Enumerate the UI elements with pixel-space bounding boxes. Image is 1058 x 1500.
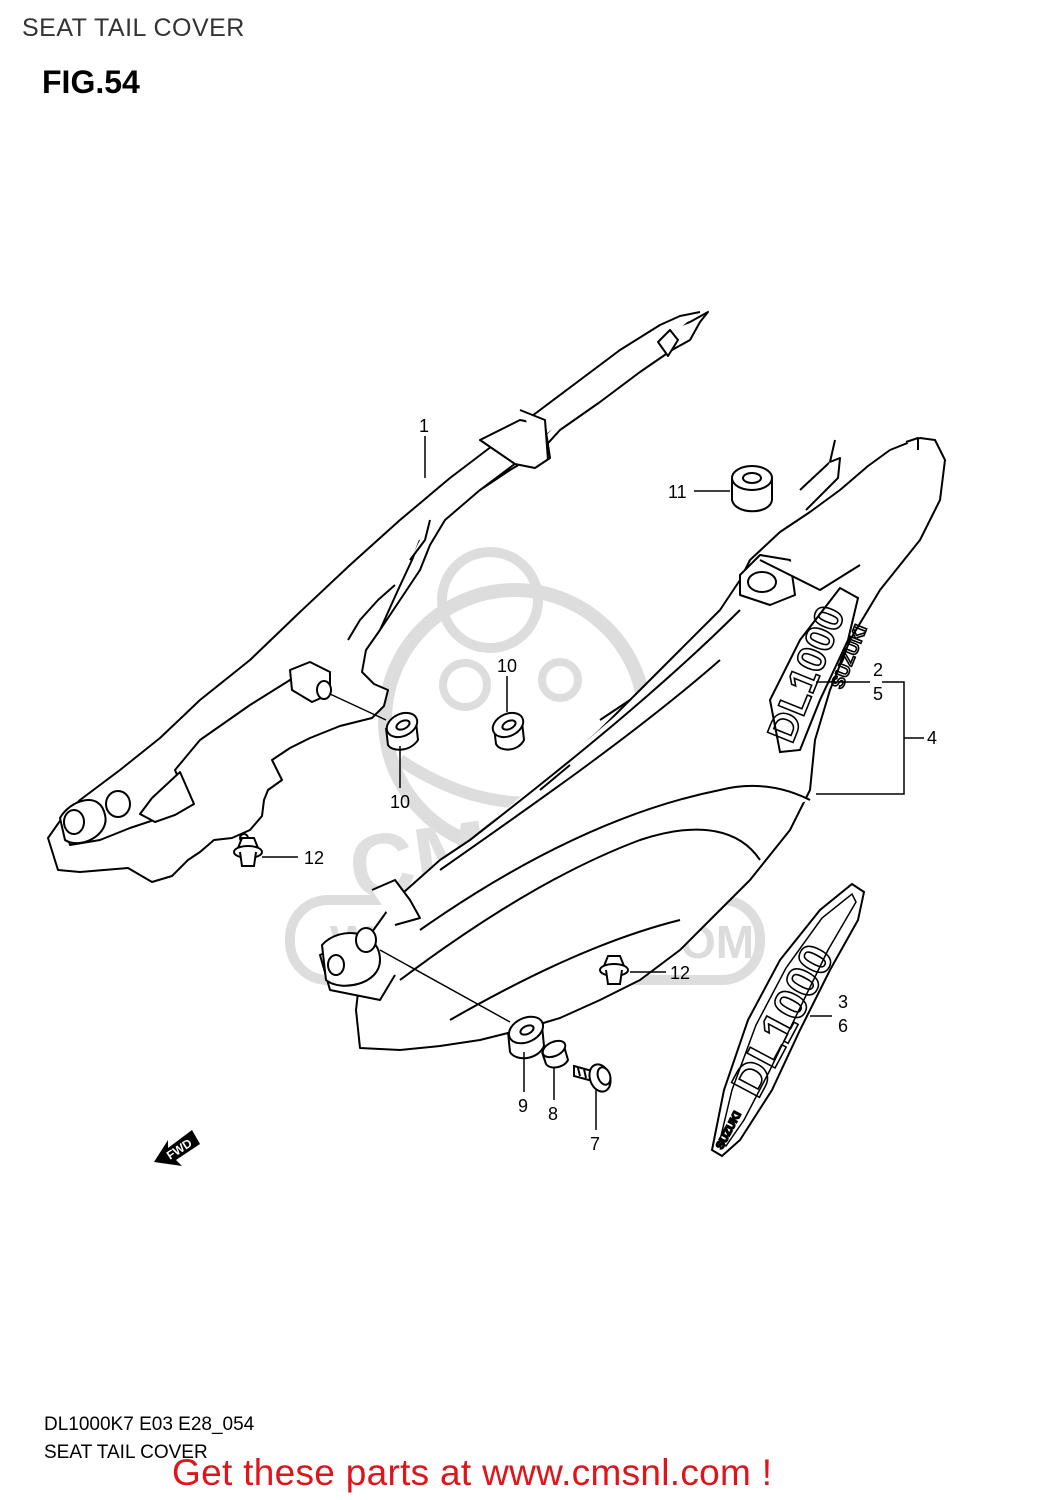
leader-lines: [262, 436, 924, 1130]
callout-6: 6: [838, 1016, 848, 1036]
part-8-collar: [541, 1039, 570, 1069]
callout-1: 1: [419, 416, 429, 436]
footer-title: SEAT TAIL COVER: [44, 1442, 208, 1463]
part-4-tail-cover: [319, 437, 946, 1051]
callout-5: 5: [873, 684, 883, 704]
part-10-cushion-right: [491, 711, 526, 751]
callout-4: 4: [927, 728, 937, 748]
part-1-frame-cover: [47, 311, 709, 883]
part-9-cushion: [507, 1015, 546, 1060]
part-10-cushion-left: [385, 711, 420, 751]
figure-label: FIG.54: [42, 64, 140, 100]
part-11-grommet: [731, 465, 773, 513]
page-title: SEAT TAIL COVER: [22, 14, 245, 42]
diagram-model-code: DL1000K7 E03 E28_054: [44, 1414, 255, 1435]
part-7-screw: [573, 1063, 612, 1093]
promo-banner: Get these parts at www.cmsnl.com !: [172, 1452, 773, 1493]
callout-2: 2: [873, 660, 883, 680]
callout-10-left: 10: [390, 792, 410, 812]
callout-3: 3: [838, 992, 848, 1012]
callout-9: 9: [518, 1096, 528, 1116]
callout-10-right: 10: [497, 656, 517, 676]
callout-7: 7: [590, 1134, 600, 1154]
part-12-clip-right: [599, 955, 629, 985]
part-12-clip-left: [233, 837, 263, 867]
part-callouts: 1 2 3 4 5 6 7 8 9 10 10 11 12 12: [304, 416, 937, 1154]
callout-12-right: 12: [670, 963, 690, 983]
callout-12-left: 12: [304, 848, 324, 868]
callout-8: 8: [548, 1104, 558, 1124]
forward-direction-arrow: FWD: [154, 1130, 200, 1166]
callout-11: 11: [668, 482, 687, 502]
